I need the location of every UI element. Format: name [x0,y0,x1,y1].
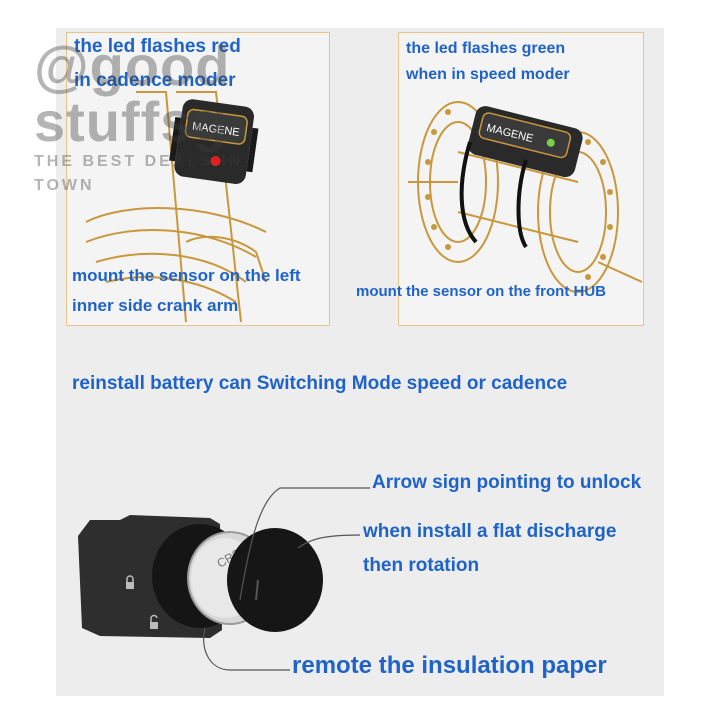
watermark-line3: THE BEST DEALS IN [34,153,244,170]
crank-arm-card [66,32,330,326]
watermark: @good stuffsg THE BEST DEALS IN TOWN [34,38,243,198]
hub-mount-text: mount the sensor on the front HUB [356,283,606,300]
label-insulation-paper: remote the insulation paper [292,652,607,679]
crank-led-text-line1: the led flashes red [74,36,241,57]
crank-arm-illustration: MAGENE [85,91,267,323]
hub-illustration: MAGENE [408,101,643,293]
crank-led-text-line2: in cadence moder [74,70,236,91]
watermark-line1: @good [34,34,231,97]
watermark-line2: stuffsg [34,90,228,153]
label-arrow-sign: Arrow sign pointing to unlock [372,472,642,493]
crank-mount-text-line2: inner side crank arm [72,296,239,315]
watermark-line4: TOWN [34,177,95,194]
unlock-icon [150,614,158,629]
crank-mount-text-line1: mount the sensor on the left [72,266,301,285]
instruction-text: reinstall battery can Switching Mode spe… [72,373,568,394]
label-flat-discharge-line1: when install a flat discharge [363,521,617,542]
hub-led-text-line2: when in speed moder [406,66,570,83]
battery-illustration: CR20 [78,487,370,671]
label-flat-discharge-line2: then rotation [363,555,480,576]
hub-led-text-line1: the led flashes green [406,40,566,57]
lock-icon [126,575,134,589]
